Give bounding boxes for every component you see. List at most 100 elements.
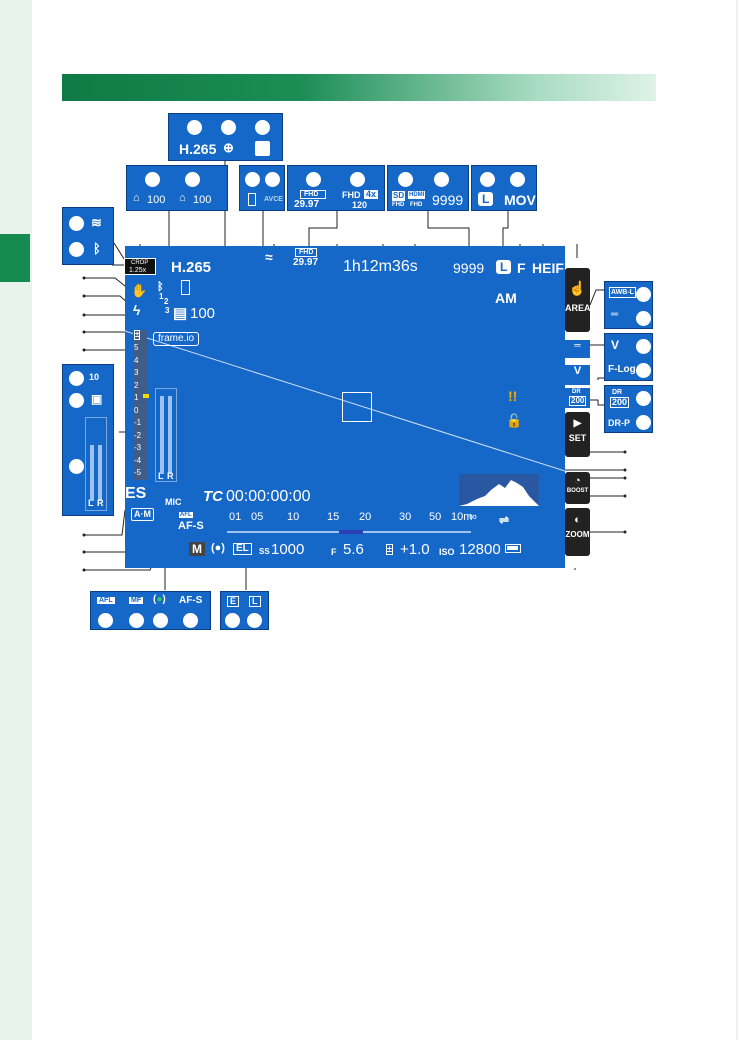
- callout-number: [350, 172, 365, 187]
- screen-audio-frame: [155, 388, 177, 482]
- distance-tick-label: 10m: [451, 511, 473, 523]
- area-button[interactable]: ☝ AREA: [565, 268, 591, 332]
- callout-number: [98, 613, 113, 628]
- timecode-value: 00:00:00:00: [226, 488, 311, 505]
- file-format: HEIF: [532, 260, 564, 276]
- level-scale: [133, 330, 147, 480]
- meter-r-label: R: [97, 498, 104, 508]
- level-tick-label: 2: [134, 380, 139, 390]
- image-size: L: [496, 260, 512, 274]
- codec-indicator: H.265: [171, 259, 212, 276]
- flog-label: F-Log: [608, 364, 636, 375]
- set-button[interactable]: ▶ SET: [565, 412, 590, 457]
- size-icon: L: [478, 192, 494, 206]
- movie-icon: ▶: [573, 418, 582, 429]
- dr-value: 200: [610, 397, 630, 408]
- distance-tick-label: 50: [429, 511, 442, 523]
- recording-time: 1h12m36s: [343, 258, 418, 275]
- video-mode-rate: 29.97: [293, 257, 319, 268]
- distance-tick-label: 15: [327, 511, 340, 523]
- monitor-icon: [248, 193, 256, 206]
- distance-tick-label: 10: [287, 511, 300, 523]
- aperture-value: 5.6: [343, 541, 364, 558]
- el-callout-box: E L: [220, 591, 269, 630]
- zoom-button[interactable]: ◐ ZOOM: [565, 508, 590, 556]
- page-edge: [736, 0, 738, 1040]
- sd-card-mode: FHD: [392, 202, 405, 208]
- callout-number: [265, 172, 280, 187]
- screen-meter-l: L: [158, 471, 164, 481]
- callout-number: [247, 613, 262, 628]
- exposure-comp-icon: ±: [386, 544, 393, 555]
- callout-number: [636, 415, 651, 430]
- histogram: [459, 474, 539, 506]
- shutter-icon: [255, 141, 270, 156]
- format-callout-box: L MOV: [471, 165, 537, 211]
- drive-fraction-2: 2: [164, 297, 169, 306]
- zoom-search-icon: ⊕: [223, 140, 234, 155]
- distance-tick-label: 05: [251, 511, 264, 523]
- mf-badge: MF: [129, 597, 144, 604]
- level-tick-label: -2: [134, 430, 142, 440]
- touch-icon: ☝: [568, 280, 587, 296]
- drive-count-right: 100: [193, 194, 212, 206]
- callout-number: [636, 391, 651, 406]
- level-tick-label: -1: [134, 418, 142, 427]
- video-mode-left-box: [300, 190, 326, 199]
- crop-label: CROP: [131, 260, 149, 266]
- drive-fraction-3: 3: [165, 306, 170, 315]
- callout-number: [434, 172, 449, 187]
- callout-number: [153, 613, 168, 628]
- horizon-line: [125, 330, 565, 472]
- wifi-icon: ≋: [91, 215, 102, 230]
- video-mode-top: FHD: [295, 248, 318, 257]
- zoom-label: ZOOM: [565, 530, 590, 539]
- level-tick-label: 3: [134, 368, 139, 377]
- sd-card-icon: SD: [392, 191, 406, 201]
- self-timer-icon: 10: [89, 372, 100, 382]
- wireless-callout-box: ≋ ᛒ: [62, 207, 114, 265]
- mic-label: MIC: [165, 497, 182, 507]
- callout-number: [69, 216, 84, 231]
- callout-number: [185, 172, 200, 187]
- callout-number: [398, 172, 413, 187]
- wind-icon: ≈: [265, 249, 273, 265]
- callout-number: [636, 311, 651, 326]
- callout-number: [129, 613, 144, 628]
- meter-l-label: L: [88, 498, 94, 508]
- timecode-label: TC: [203, 488, 223, 505]
- ael-badge: EL: [233, 543, 252, 555]
- dr-callout-box: DR 200 DR-P: [604, 385, 653, 433]
- video-mode-callout-box: FHD 29.97 FHD 4x 120: [287, 165, 385, 211]
- callout-number: [69, 393, 84, 408]
- hdmi-mode: FHD: [410, 202, 423, 208]
- drive-icon-right: ⌂: [179, 192, 186, 204]
- crop-badge: CROP 1.25x: [124, 258, 156, 275]
- af-callout-box: AFL MF (●) AF-S: [90, 591, 211, 630]
- callout-number: [245, 172, 260, 187]
- frameio-badge: frame.io: [153, 332, 200, 346]
- callout-number: [510, 172, 525, 187]
- flash-icon: ϟ: [133, 302, 141, 318]
- frames-remaining: 9999: [453, 260, 485, 276]
- bluetooth-icon: ᛒ: [93, 241, 101, 256]
- wb-callout-box: AWB-L ═: [604, 281, 653, 329]
- audio-meter-frame: [85, 417, 107, 511]
- dr-indicator: DR 200: [565, 388, 590, 408]
- section-header-bar: [62, 74, 656, 101]
- film-sim-indicator: V: [565, 365, 590, 385]
- bluetooth-indicator: ᛒ: [157, 281, 164, 293]
- audio-meter-r: [98, 445, 102, 501]
- histogram-curve: [459, 480, 539, 506]
- battery-icon: [505, 544, 521, 553]
- distance-tick-label: 20: [359, 511, 372, 523]
- boost-button[interactable]: ◔ BOOST: [565, 472, 590, 504]
- lock-icon: 🔓: [506, 413, 523, 428]
- level-tick-label: -3: [134, 443, 142, 452]
- distance-bar-highlight: [339, 530, 363, 534]
- afl-badge: AFL: [97, 597, 115, 604]
- gauge-icon: ◔: [574, 475, 581, 487]
- video-mode-right-rate: 120: [352, 200, 368, 210]
- level-icon: ±: [134, 330, 141, 340]
- video-mode-right-badge: 4x: [364, 189, 379, 199]
